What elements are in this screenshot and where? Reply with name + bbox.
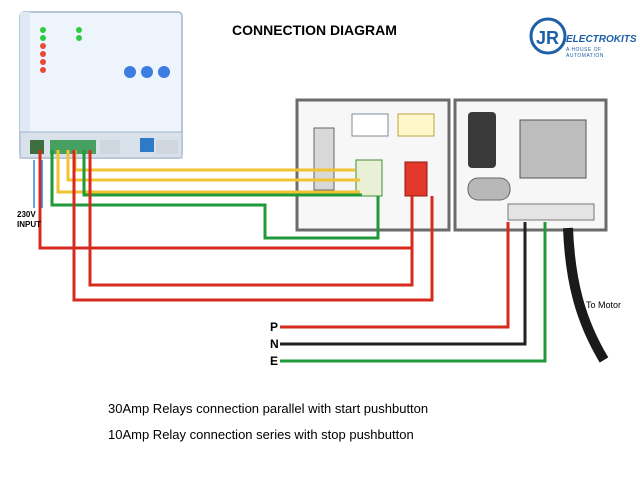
input-label-text: 230V INPUT xyxy=(17,210,41,229)
current-meter xyxy=(397,113,435,137)
brand-name: ELECTROKITS xyxy=(566,34,637,45)
voltage-meter xyxy=(351,113,389,137)
motor-cable xyxy=(563,227,609,363)
pushbutton-block xyxy=(355,159,383,197)
am-button xyxy=(124,66,136,78)
stop-pushbutton xyxy=(404,161,428,197)
earth-label: E xyxy=(270,354,279,368)
water-level-controller xyxy=(19,11,183,159)
start-button xyxy=(141,66,153,78)
phase-label: P xyxy=(270,320,279,334)
diagram-title: CONNECTION DIAGRAM xyxy=(232,22,397,38)
neutral-wire xyxy=(280,222,527,346)
earth-wires xyxy=(50,150,547,363)
indicator-leds xyxy=(40,27,82,73)
brand-logo: JR ELECTROKITS A HOUSE OF AUTOMATION xyxy=(528,14,637,70)
running-capacitor xyxy=(467,177,511,201)
brand-mark-icon: JR xyxy=(529,17,567,55)
brand-mark-letters: JR xyxy=(536,28,559,48)
phase-wires xyxy=(38,150,510,329)
contactor xyxy=(519,119,587,179)
stop-reset-button xyxy=(158,66,170,78)
input-label: 230V INPUT xyxy=(17,210,41,230)
starter-panel-right xyxy=(453,98,608,232)
starter-panel-left xyxy=(295,98,451,232)
starter-capacitor xyxy=(468,112,496,168)
brand-tagline: A HOUSE OF AUTOMATION xyxy=(566,47,604,59)
output-terminal-block xyxy=(507,203,595,221)
motor-label: To Motor xyxy=(586,300,622,310)
terminal-block xyxy=(30,138,178,154)
neutral-label: N xyxy=(270,337,279,351)
mcb xyxy=(313,127,335,191)
input-arrows xyxy=(33,160,43,208)
note-parallel-relays: 30Amp Relays connection parallel with st… xyxy=(108,401,429,416)
note-series-relay: 10Amp Relay connection series with stop … xyxy=(108,427,414,442)
